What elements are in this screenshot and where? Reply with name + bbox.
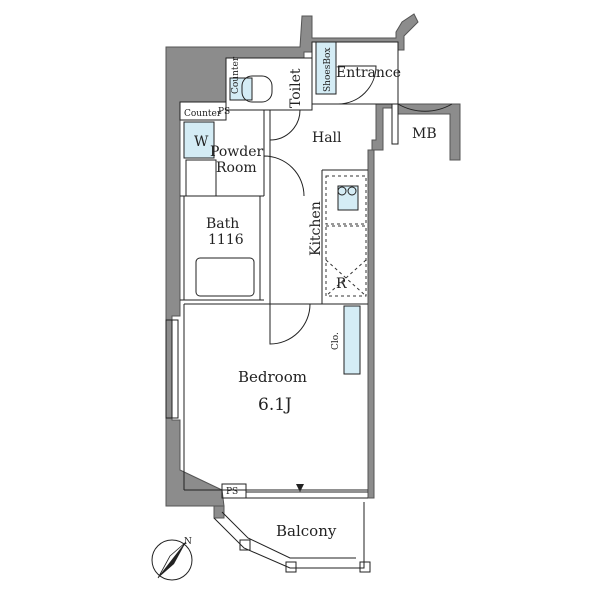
exterior-walls <box>165 13 461 519</box>
shoes-box-fixture <box>315 41 337 95</box>
counter-top-label: Counter <box>231 56 241 94</box>
door-swings <box>263 50 453 345</box>
hall-label: Hall <box>312 130 342 146</box>
washer-label: W <box>194 134 209 150</box>
shoes-box-label: ShoesBox <box>323 48 333 92</box>
washer-fixture <box>183 121 215 159</box>
bedroom-size-label: 6.1J <box>258 395 292 415</box>
toilet-label: Toilet <box>288 68 304 108</box>
closet-label: Clo. <box>331 332 341 350</box>
windows <box>165 319 179 419</box>
interior-walls <box>179 41 399 499</box>
bath-label-line1: Bath <box>206 216 239 232</box>
closet-fixture <box>343 305 361 375</box>
bath-label-line2: 1116 <box>208 232 244 248</box>
ps-bottom-label: PS <box>226 487 238 497</box>
toilet-bowl <box>241 75 273 103</box>
bedroom-label: Bedroom <box>238 368 307 386</box>
north-compass-icon: N <box>151 537 193 581</box>
kitchen-label: Kitchen <box>308 201 324 256</box>
entry-marker <box>296 484 304 492</box>
compass-n-label: N <box>184 537 192 547</box>
ps-top-label: PS <box>218 107 230 117</box>
powder-room-label-line1: Powder <box>210 144 264 160</box>
balcony-label: Balcony <box>276 522 337 540</box>
toilet-counter-fixture <box>229 77 253 101</box>
fixtures <box>183 41 361 375</box>
counter-left-label: Counter <box>184 109 222 119</box>
refrigerator-label: R <box>336 276 347 292</box>
appliances <box>241 75 367 297</box>
mb-label: MB <box>412 126 437 142</box>
powder-room-label-line2: Room <box>216 160 257 176</box>
fridge-area <box>325 225 367 297</box>
entrance-label: Entrance <box>336 65 401 81</box>
balcony-outline <box>213 484 371 573</box>
stove-fixture <box>337 185 359 211</box>
